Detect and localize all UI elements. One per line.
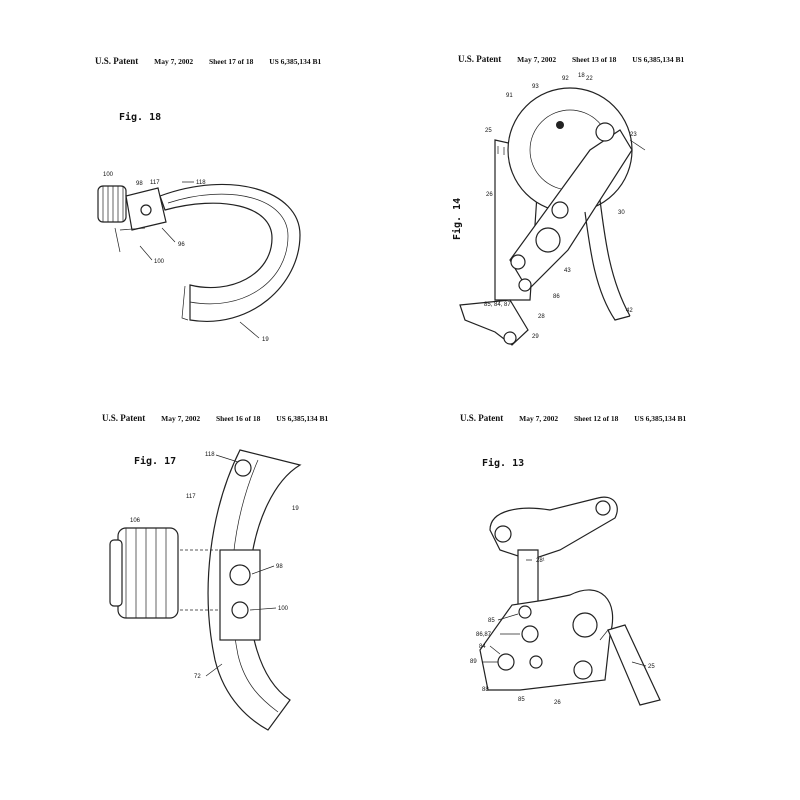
patent-label: U.S. Patent (95, 56, 139, 66)
ref-85-bottom: 85 (518, 697, 525, 703)
sheet-header: U.S. Patent May 7, 2002 Sheet 12 of 18 U… (460, 413, 686, 423)
sheet-number: Sheet 17 of 18 (208, 57, 254, 66)
ref-22: 22 (586, 76, 593, 82)
ref-85-84-87: 85, 84, 87 (484, 302, 511, 308)
patent-number: US 6,385,134 B1 (632, 55, 685, 64)
ref-86: 86 (553, 294, 560, 300)
ref-43: 43 (564, 268, 571, 274)
patent-label: U.S. Patent (460, 413, 504, 423)
sheet-number: Sheet 13 of 18 (571, 55, 617, 64)
patent-sheet-fig18: U.S. Patent May 7, 2002 Sheet 17 of 18 U… (0, 0, 400, 400)
ref-93: 93 (532, 84, 539, 90)
ref-106: 106 (130, 518, 141, 524)
ref-100-top: 100 (103, 172, 114, 178)
ref-30: 30 (618, 210, 625, 216)
ref-89: 89 (470, 659, 477, 665)
ref-72: 72 (194, 674, 201, 680)
ref-42: 42 (626, 308, 633, 314)
ref-26: 26 (554, 700, 561, 706)
fig17-callouts: 118 117 19 106 98 100 72 (130, 452, 299, 680)
fig13-callouts: 28¹ 85 86,87 84 89 88 85 26 25 (470, 558, 655, 706)
fig18-drawing (97, 183, 301, 322)
sheet-header: U.S. Patent May 7, 2002 Sheet 13 of 18 U… (458, 54, 684, 64)
ref-28: 28 (538, 314, 545, 320)
ref-96: 96 (178, 242, 185, 248)
patent-sheet-fig14: U.S. Patent May 7, 2002 Sheet 13 of 18 U… (400, 0, 800, 400)
sheet-number: Sheet 12 of 18 (573, 414, 619, 423)
ref-86-87: 86,87 (476, 632, 492, 638)
ref-85: 85 (488, 618, 495, 624)
figure-label: Fig. 17 (134, 456, 177, 467)
fig14-callouts: 91 93 92 18 22 25 23 26 30 42 43 86 28 2… (484, 73, 637, 340)
ref-26: 26 (486, 192, 493, 198)
figure-label: Fig. 13 (482, 458, 525, 469)
ref-117: 117 (186, 494, 196, 500)
fig17-drawing (109, 449, 302, 731)
patent-date: May 7, 2002 (154, 57, 194, 66)
patent-number: US 6,385,134 B1 (276, 414, 329, 423)
ref-29: 29 (532, 334, 539, 340)
ref-91: 91 (506, 93, 513, 99)
patent-date: May 7, 2002 (517, 55, 557, 64)
ref-118: 118 (205, 452, 215, 458)
patent-number: US 6,385,134 B1 (269, 57, 322, 66)
patent-sheet-fig13: U.S. Patent May 7, 2002 Sheet 12 of 18 U… (400, 400, 800, 800)
ref-18: 18 (578, 73, 585, 79)
ref-100-bottom: 100 (154, 259, 165, 265)
ref-118: 118 (196, 180, 206, 186)
ref-25: 25 (648, 664, 655, 670)
ref-25: 25 (485, 128, 492, 134)
sheet-number: Sheet 16 of 18 (215, 414, 261, 423)
sheet-header: U.S. Patent May 7, 2002 Sheet 17 of 18 U… (95, 56, 321, 66)
patent-date: May 7, 2002 (161, 414, 201, 423)
patent-label: U.S. Patent (458, 54, 502, 64)
ref-19: 19 (292, 506, 299, 512)
fig14-drawing (459, 87, 646, 346)
fig13-drawing (479, 496, 661, 706)
ref-117: 117 (150, 180, 160, 186)
ref-19: 19 (262, 337, 269, 343)
ref-92: 92 (562, 76, 569, 82)
ref-98: 98 (276, 564, 283, 570)
ref-84: 84 (479, 644, 486, 650)
patent-date: May 7, 2002 (519, 414, 559, 423)
ref-28-1: 28¹ (536, 558, 545, 564)
fig18-callouts: 100 98 117 118 96 100 19 (103, 172, 269, 343)
sheet-header: U.S. Patent May 7, 2002 Sheet 16 of 18 U… (102, 413, 328, 423)
patent-label: U.S. Patent (102, 413, 146, 423)
ref-23: 23 (630, 132, 637, 138)
ref-100: 100 (278, 606, 289, 612)
patent-sheet-fig17: U.S. Patent May 7, 2002 Sheet 16 of 18 U… (0, 400, 400, 800)
patent-number: US 6,385,134 B1 (634, 414, 687, 423)
ref-88: 88 (482, 687, 489, 693)
ref-98: 98 (136, 181, 143, 187)
figure-label: Fig. 18 (119, 112, 162, 123)
